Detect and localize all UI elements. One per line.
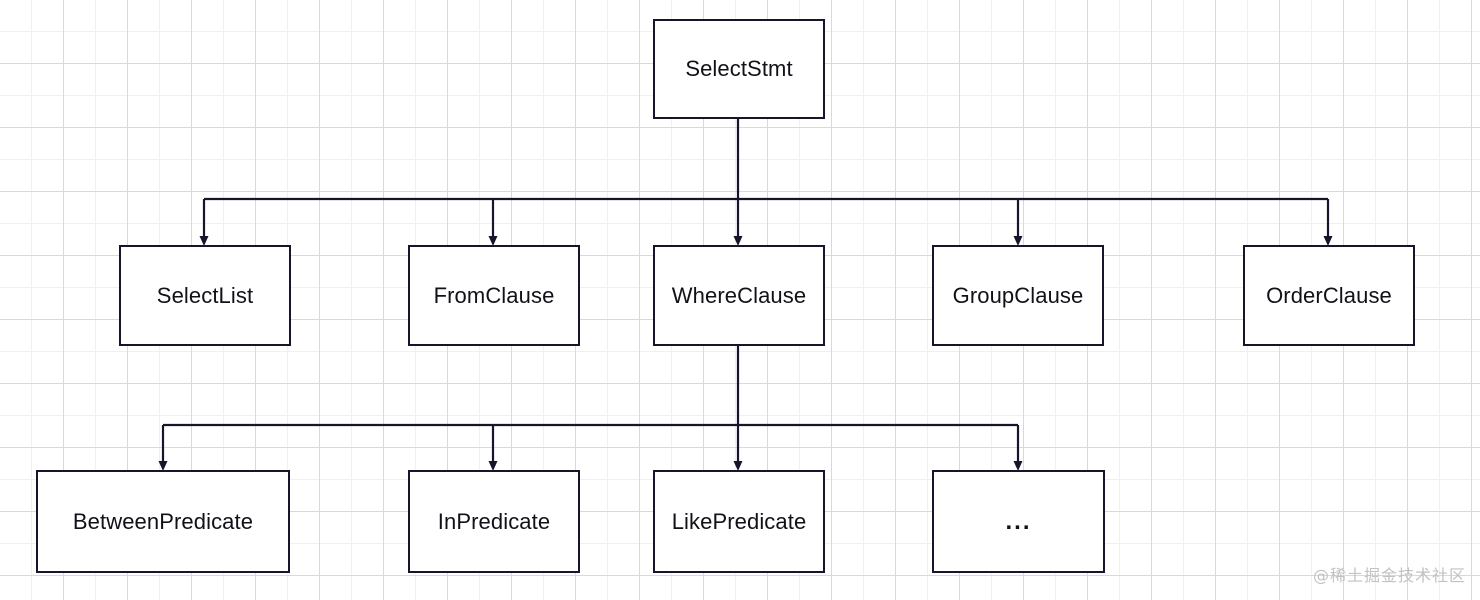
node-order-clause[interactable]: OrderClause (1243, 245, 1415, 346)
edge-group-level2 (158, 346, 1023, 471)
node-label: GroupClause (952, 282, 1084, 308)
node-between-predicate[interactable]: BetweenPredicate (36, 470, 290, 573)
node-group-clause[interactable]: GroupClause (932, 245, 1104, 346)
node-label: WhereClause (671, 282, 807, 308)
node-in-predicate[interactable]: InPredicate (408, 470, 580, 573)
node-label: ... (1005, 507, 1032, 535)
watermark: @稀土掘金技术社区 (1312, 566, 1466, 585)
node-label: OrderClause (1266, 282, 1392, 308)
node-from-clause[interactable]: FromClause (408, 245, 580, 346)
node-label: InPredicate (437, 508, 551, 534)
edge-group-level1 (199, 119, 1333, 246)
node-label: FromClause (433, 282, 555, 308)
node-label: SelectStmt (685, 56, 793, 81)
node-label: SelectList (156, 282, 254, 308)
node-more-predicates[interactable]: ... (932, 470, 1105, 573)
node-select-stmt[interactable]: SelectStmt (653, 19, 825, 119)
node-label: BetweenPredicate (72, 508, 254, 534)
node-like-predicate[interactable]: LikePredicate (653, 470, 825, 573)
node-where-clause[interactable]: WhereClause (653, 245, 825, 346)
node-select-list[interactable]: SelectList (119, 245, 291, 346)
node-label: LikePredicate (671, 508, 807, 534)
